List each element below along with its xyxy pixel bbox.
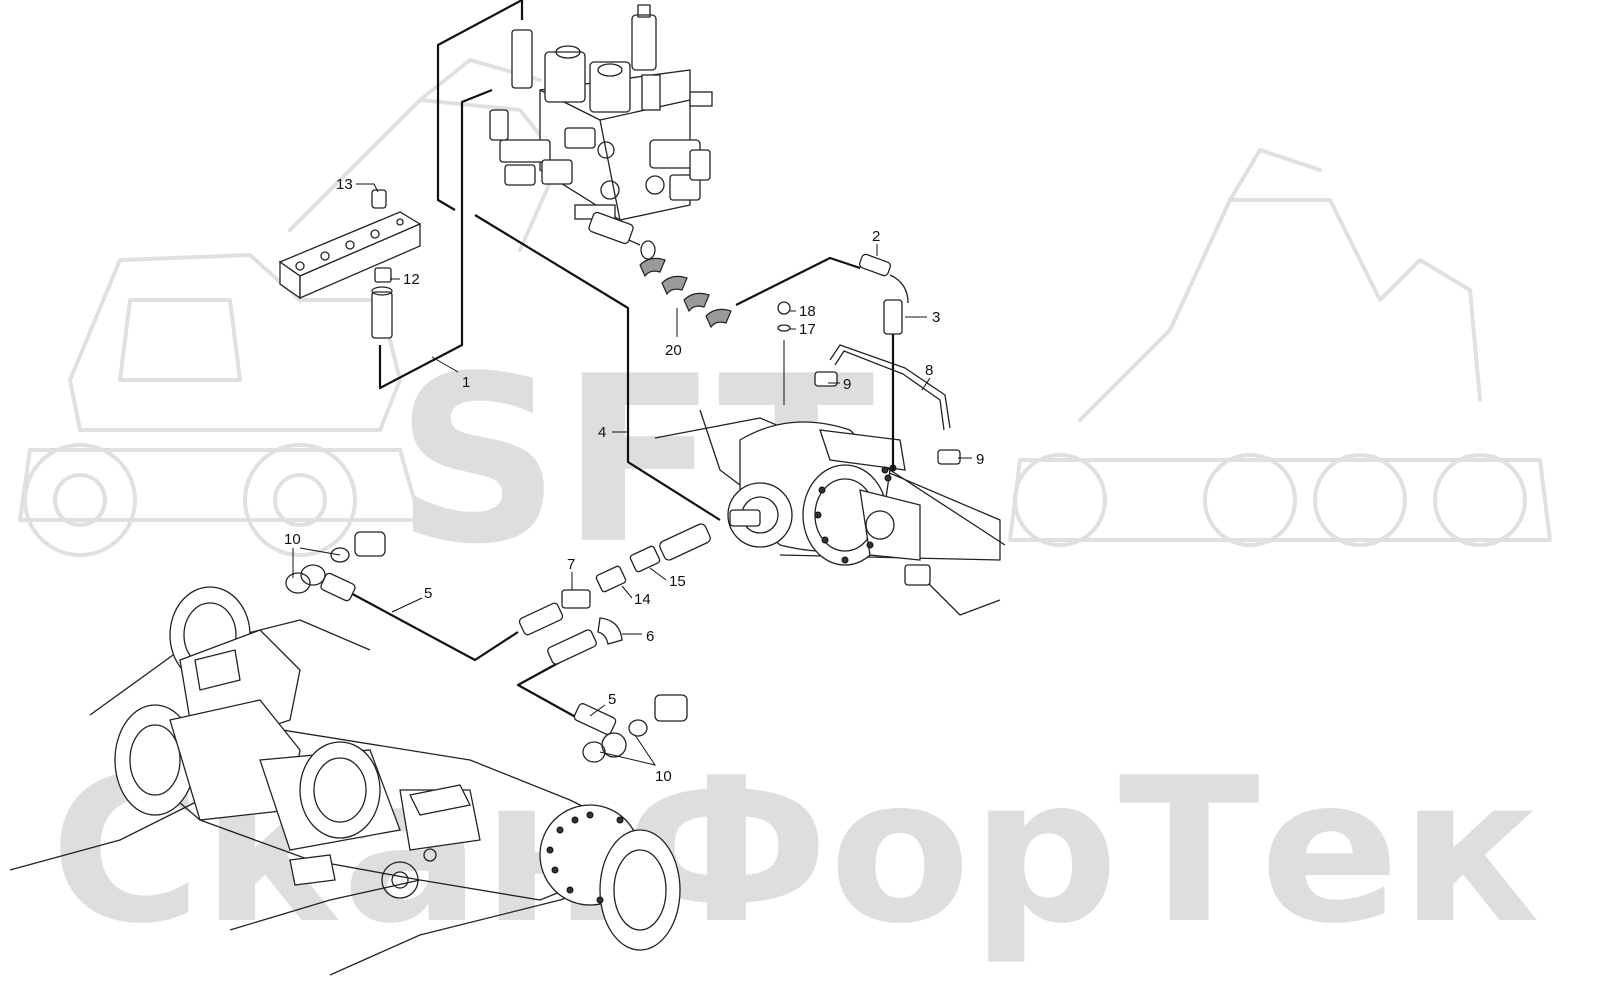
callout-4: 4 — [598, 424, 606, 441]
fittings — [285, 253, 961, 763]
watermark-right-machine-icon — [1008, 148, 1552, 547]
callout-10-right: 10 — [655, 768, 672, 785]
rear-axle-housing — [654, 409, 1006, 616]
line-1 — [378, 88, 493, 390]
callout-3: 3 — [932, 309, 940, 326]
watermark-left-machine-icon — [18, 58, 562, 557]
front-axle-assembly — [9, 586, 681, 976]
line-5-left — [344, 589, 519, 662]
callout-10-left: 10 — [284, 531, 301, 548]
line-4 — [474, 214, 721, 521]
callout-17: 17 — [799, 321, 816, 338]
callout-1: 1 — [462, 374, 470, 391]
line-8 — [829, 344, 951, 429]
line-from-valve — [436, 0, 524, 211]
callout-18: 18 — [799, 303, 816, 320]
hydraulic-lines — [344, 0, 951, 726]
callout-9-lower: 9 — [976, 451, 984, 468]
callout-5-left: 5 — [424, 585, 432, 602]
callout-9-upper: 9 — [843, 376, 851, 393]
callout-15: 15 — [669, 573, 686, 590]
callout-20: 20 — [665, 342, 682, 359]
callout-7: 7 — [567, 556, 575, 573]
callout-5-right: 5 — [608, 691, 616, 708]
callout-8: 8 — [925, 362, 933, 379]
callout-13: 13 — [336, 176, 353, 193]
clamp-set — [588, 211, 732, 329]
callouts: 1 2 3 4 5 5 6 7 8 9 9 10 10 12 13 14 15 — [284, 176, 984, 785]
distribution-manifold — [278, 189, 422, 339]
callout-6: 6 — [646, 628, 654, 645]
control-valve-block — [489, 4, 713, 221]
callout-2: 2 — [872, 228, 880, 245]
callout-14: 14 — [634, 591, 651, 608]
callout-12: 12 — [403, 271, 420, 288]
line-5-right — [516, 661, 591, 726]
line-2 — [735, 256, 861, 306]
